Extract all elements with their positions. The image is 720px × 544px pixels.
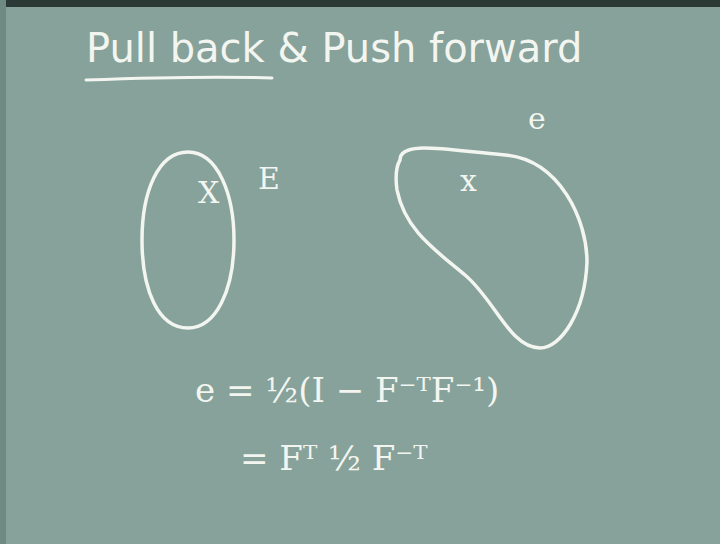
region-label: E (258, 162, 280, 195)
board-title: Pull back & Push forward (86, 26, 582, 70)
body-region: XE (130, 140, 295, 335)
board-edge (0, 0, 6, 544)
point-label: x (460, 164, 477, 197)
chalk-outline (396, 148, 587, 348)
point-label: X (198, 176, 219, 209)
equation: = Fᵀ ½ F⁻ᵀ (240, 440, 428, 477)
body-region: ex (385, 100, 600, 355)
chalk-underline (86, 77, 272, 80)
equation: e = ½(I − F⁻ᵀF⁻¹) (195, 372, 499, 409)
board-frame (0, 0, 720, 7)
region-label: e (528, 102, 546, 135)
chalk-outline (142, 152, 234, 328)
body-outline (385, 100, 600, 355)
